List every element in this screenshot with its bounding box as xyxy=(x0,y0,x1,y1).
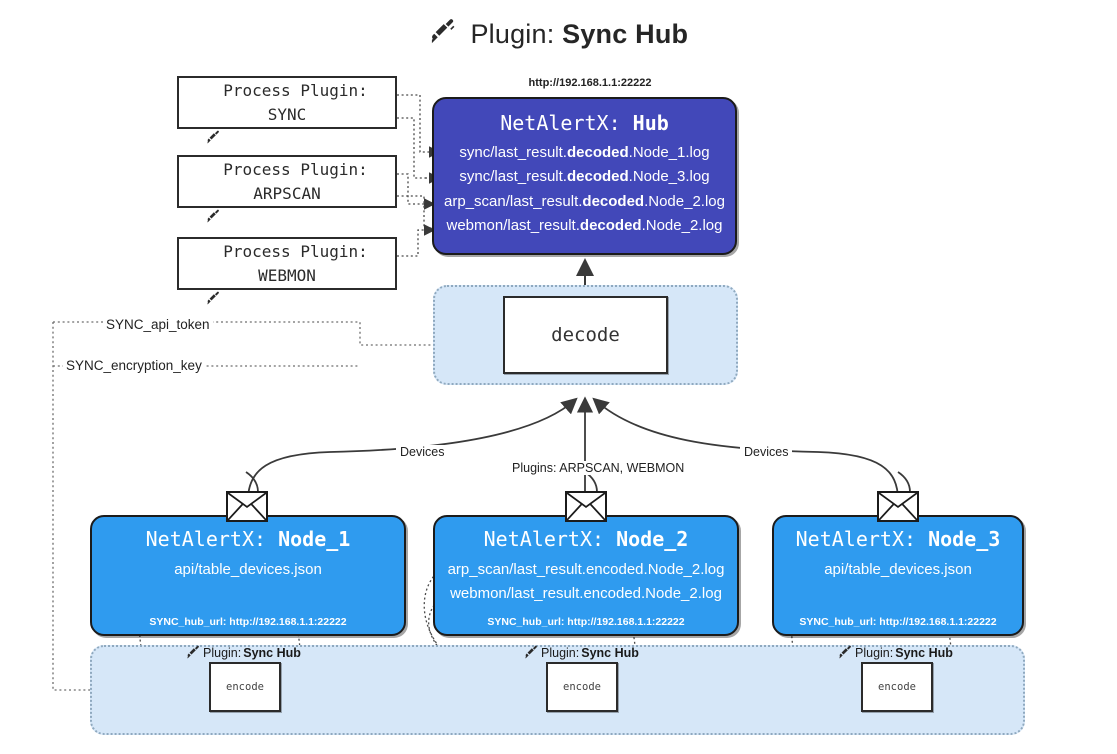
process-plugin-name: SYNC xyxy=(267,104,307,124)
plug-icon xyxy=(429,18,457,46)
encode-plugin-name: Sync Hub xyxy=(243,645,301,660)
node-resource-list: api/table_devices.json xyxy=(174,558,322,582)
page-title: Plugin: Sync Hub xyxy=(0,18,1117,50)
plug-icon xyxy=(206,162,221,223)
log-strong: decoded xyxy=(582,192,645,210)
node-title: NetAlertX: Node_3 xyxy=(796,527,1001,551)
node-box-node-1[interactable]: NetAlertX: Node_1 api/table_devices.json… xyxy=(90,515,406,636)
encode-plugin-name: Sync Hub xyxy=(895,645,953,660)
process-plugin-name: ARPSCAN xyxy=(253,183,321,203)
config-key-api-token: SYNC_api_token xyxy=(103,317,213,332)
hub-title: NetAlertX: Hub xyxy=(500,111,669,135)
plug-icon xyxy=(186,645,201,660)
node-resource-item: webmon/last_result.encoded.Node_2.log xyxy=(450,585,722,602)
log-post: .Node_2.log xyxy=(641,216,723,234)
process-plugin-label: Process Plugin: xyxy=(223,81,368,101)
log-strong: decoded xyxy=(579,216,642,234)
hub-title-prefix: NetAlertX: xyxy=(500,111,633,135)
node-title: NetAlertX: Node_1 xyxy=(146,527,351,551)
hub-log-item: arp_scan/last_result.decoded.Node_2.log xyxy=(444,190,725,214)
node-title-prefix: NetAlertX: xyxy=(145,527,279,551)
log-pre: sync/last_result. xyxy=(459,168,567,186)
hub-log-item: sync/last_result.decoded.Node_3.log xyxy=(459,165,709,189)
plug-icon xyxy=(206,83,221,144)
process-plugin-box-arpscan[interactable]: Process Plugin: ARPSCAN xyxy=(177,155,397,223)
node-title-name: Node_1 xyxy=(278,527,351,551)
envelope-icon xyxy=(877,491,919,522)
encode-plugin-prefix: Plugin: xyxy=(203,645,242,660)
encode-plugin-prefix: Plugin: xyxy=(855,645,894,660)
config-key-encryption-key: SYNC_encryption_key xyxy=(63,358,205,373)
log-strong: decoded xyxy=(566,144,629,161)
node-resource-item: api/table_devices.json xyxy=(824,561,972,578)
edge-label-devices-right: Devices xyxy=(740,445,793,459)
encode-box-3[interactable]: encode xyxy=(861,662,933,712)
process-plugin-title-row: Process Plugin: xyxy=(206,240,368,305)
node-title-prefix: NetAlertX: xyxy=(483,527,617,551)
edge-label-devices-left: Devices xyxy=(396,445,449,459)
node-resource-item: api/table_devices.json xyxy=(174,561,322,578)
node-title-prefix: NetAlertX: xyxy=(795,527,929,551)
edge-label-plugins: Plugins: ARPSCAN, WEBMON xyxy=(508,461,689,475)
log-post: .Node_2.log xyxy=(644,192,725,210)
log-strong: decoded xyxy=(566,168,629,186)
node-box-node-2[interactable]: NetAlertX: Node_2 arp_scan/last_result.e… xyxy=(433,515,739,636)
encode-plugin-name: Sync Hub xyxy=(581,645,639,660)
plug-icon xyxy=(524,645,539,660)
plug-icon xyxy=(206,244,221,305)
hub-log-item: webmon/last_result.decoded.Node_2.log xyxy=(447,214,723,238)
encode-plugin-label-2: Plugin: Sync Hub xyxy=(524,645,639,660)
node-title-name: Node_3 xyxy=(928,527,1001,551)
encode-plugin-prefix: Plugin: xyxy=(541,645,580,660)
process-plugin-title-row: Process Plugin: xyxy=(206,79,368,144)
node-resource-list: arp_scan/last_result.encoded.Node_2.log … xyxy=(448,558,725,606)
envelope-icon xyxy=(226,491,268,522)
page-title-prefix: Plugin: xyxy=(470,19,563,49)
encode-plugin-label-3: Plugin: Sync Hub xyxy=(838,645,953,660)
decode-box[interactable]: decode xyxy=(503,296,668,374)
process-plugin-box-webmon[interactable]: Process Plugin: WEBMON xyxy=(177,237,397,305)
process-plugin-label: Process Plugin: xyxy=(223,160,368,180)
process-plugin-label: Process Plugin: xyxy=(223,242,368,262)
log-pre: sync/last_result. xyxy=(459,144,567,161)
hub-log-item: sync/last_result.decoded.Node_1.log xyxy=(459,141,709,165)
node-title: NetAlertX: Node_2 xyxy=(484,527,689,551)
node-hub-url-footer: SYNC_hub_url: http://192.168.1.1:22222 xyxy=(799,616,997,628)
log-post: .Node_3.log xyxy=(628,168,710,186)
node-hub-url-footer: SYNC_hub_url: http://192.168.1.1:22222 xyxy=(487,616,685,628)
encode-plugin-label-1: Plugin: Sync Hub xyxy=(186,645,301,660)
node-box-node-3[interactable]: NetAlertX: Node_3 api/table_devices.json… xyxy=(772,515,1024,636)
node-resource-item: arp_scan/last_result.encoded.Node_2.log xyxy=(447,561,725,578)
process-plugin-title-row: Process Plugin: xyxy=(206,158,368,223)
plug-icon xyxy=(838,645,853,660)
encode-box-2[interactable]: encode xyxy=(546,662,618,712)
hub-node[interactable]: NetAlertX: Hub sync/last_result.decoded.… xyxy=(432,97,737,255)
log-pre: webmon/last_result. xyxy=(446,216,580,234)
hub-url-label: http://192.168.1.1:22222 xyxy=(528,77,652,89)
page-title-name: Sync Hub xyxy=(562,19,689,49)
encode-box-1[interactable]: encode xyxy=(209,662,281,712)
process-plugin-name: WEBMON xyxy=(258,265,316,285)
node-title-name: Node_2 xyxy=(616,527,689,551)
node-hub-url-footer: SYNC_hub_url: http://192.168.1.1:22222 xyxy=(149,616,347,628)
node-resource-list: api/table_devices.json xyxy=(824,558,972,582)
hub-log-list: sync/last_result.decoded.Node_1.log sync… xyxy=(444,141,725,238)
envelope-icon xyxy=(565,491,607,522)
process-plugin-box-sync[interactable]: Process Plugin: SYNC xyxy=(177,76,397,144)
hub-title-name: Hub xyxy=(632,111,669,135)
log-pre: arp_scan/last_result. xyxy=(444,192,583,210)
log-post: .Node_1.log xyxy=(628,144,710,161)
